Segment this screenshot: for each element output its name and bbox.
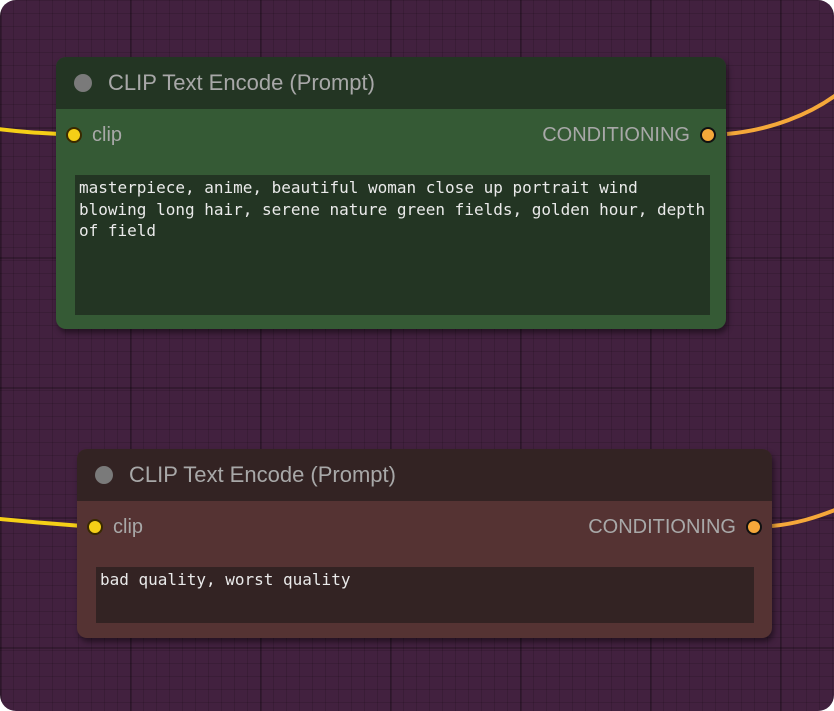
output-dot-icon[interactable] (700, 127, 716, 143)
slot-row: clip CONDITIONING (77, 513, 772, 541)
node-title-bar[interactable]: CLIP Text Encode (Prompt) (77, 449, 772, 501)
collapse-dot-icon[interactable] (74, 74, 92, 92)
slot-row: clip CONDITIONING (56, 121, 726, 149)
input-label: clip (113, 515, 144, 538)
wire-conditioning-node2[interactable] (771, 508, 834, 528)
output-slot-conditioning[interactable]: CONDITIONING (588, 516, 772, 539)
input-dot-icon[interactable] (66, 127, 82, 143)
prompt-text-input[interactable]: bad quality, worst quality (96, 567, 754, 623)
clip-text-encode-node-positive[interactable]: CLIP Text Encode (Prompt) clip CONDITION… (56, 57, 726, 329)
wire-clip-node2[interactable] (0, 516, 83, 528)
node-title-bar[interactable]: CLIP Text Encode (Prompt) (56, 57, 726, 109)
clip-text-encode-node-negative[interactable]: CLIP Text Encode (Prompt) clip CONDITION… (77, 449, 772, 638)
input-slot-clip[interactable]: clip (56, 124, 122, 147)
node-title: CLIP Text Encode (Prompt) (108, 70, 375, 95)
prompt-text-input[interactable]: masterpiece, anime, beautiful woman clos… (75, 175, 710, 315)
output-label: CONDITIONING (588, 515, 736, 538)
output-dot-icon[interactable] (746, 519, 762, 535)
output-label: CONDITIONING (542, 123, 690, 146)
input-dot-icon[interactable] (87, 519, 103, 535)
output-slot-conditioning[interactable]: CONDITIONING (542, 124, 726, 147)
input-label: clip (92, 123, 123, 146)
wire-conditioning-node1[interactable] (726, 92, 834, 136)
input-slot-clip[interactable]: clip (77, 516, 143, 539)
wire-clip-node1[interactable] (0, 127, 61, 136)
collapse-dot-icon[interactable] (95, 466, 113, 484)
node-title: CLIP Text Encode (Prompt) (129, 462, 396, 487)
